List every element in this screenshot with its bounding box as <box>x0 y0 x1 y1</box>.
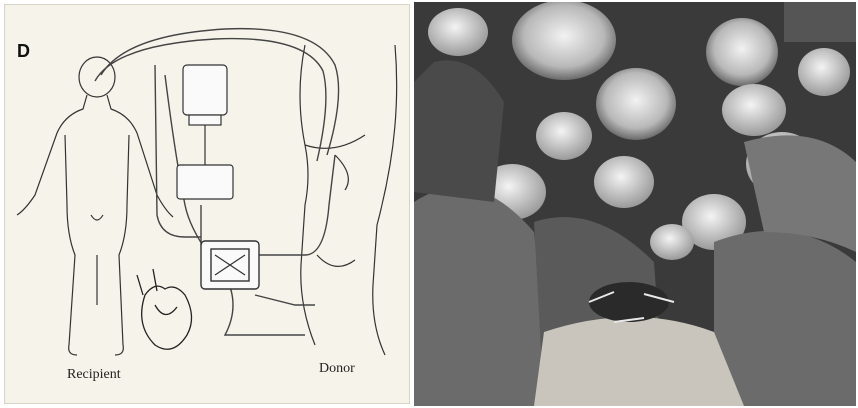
diagram-drawing <box>5 5 410 404</box>
surgery-photo <box>414 2 856 406</box>
donor-label: Donor <box>319 361 355 377</box>
donor-figure <box>300 45 397 355</box>
oxygenator-box <box>201 241 259 289</box>
heart-illustration <box>137 269 192 349</box>
surgical-field <box>589 282 669 322</box>
photo-rendering <box>414 2 856 406</box>
surgical-lamp <box>706 18 778 86</box>
surgical-lamp <box>512 2 616 80</box>
recipient-label: Recipient <box>67 367 121 383</box>
pump-motor <box>177 65 233 199</box>
surgical-lamp <box>596 68 676 140</box>
recipient-figure <box>17 57 173 355</box>
cross-circulation-diagram: D Recipient Donor <box>4 4 410 404</box>
panel-letter: D <box>17 41 30 62</box>
